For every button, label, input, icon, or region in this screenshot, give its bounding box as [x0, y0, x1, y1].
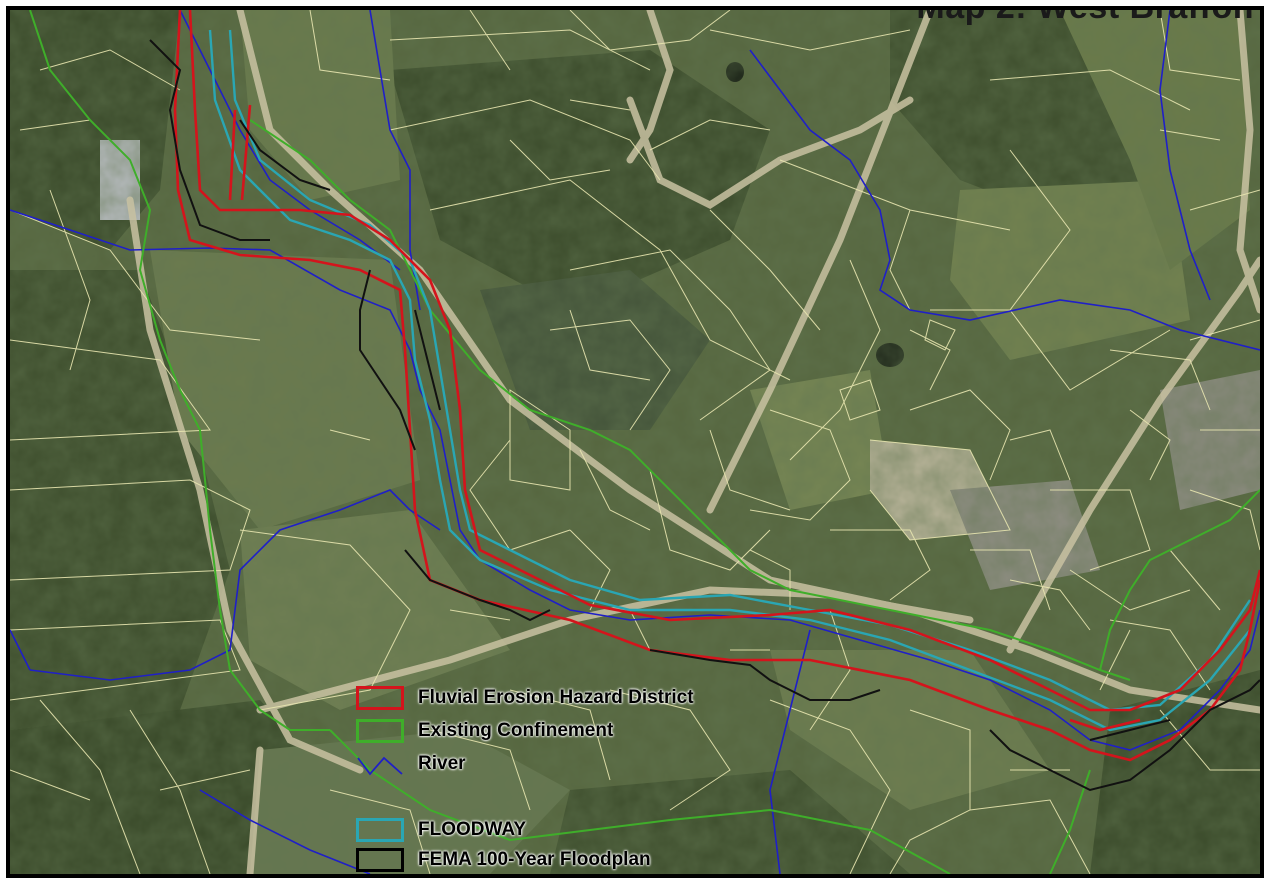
legend-label: River — [418, 753, 466, 774]
legend-label: FLOODWAY — [418, 819, 527, 840]
legend-item-river: River — [356, 752, 466, 776]
legend-swatch-black — [356, 848, 404, 872]
legend-item-floodway: FLOODWAY — [356, 818, 526, 842]
river-lines — [10, 10, 1260, 874]
legend-swatch-cyan — [356, 818, 404, 842]
fluvial-erosion-hazard — [173, 10, 1260, 762]
legend-swatch-river-line — [357, 756, 403, 776]
map-title: Map 2: West Braffon — [916, 6, 1254, 26]
legend-item-fluvial-erosion: Fluvial Erosion Hazard District — [356, 686, 694, 710]
map-frame: Map 2: West Braffon Fluvial Erosion Haza… — [6, 6, 1264, 878]
existing-confinement — [29, 10, 1260, 874]
floodway — [208, 29, 1251, 732]
aerial-map[interactable] — [10, 10, 1260, 874]
legend-item-existing-confinement: Existing Confinement — [356, 719, 613, 743]
parcel-boundaries — [10, 10, 1260, 874]
legend-label: Existing Confinement — [418, 720, 614, 741]
roads — [126, 10, 1260, 874]
legend-label: Fluvial Erosion Hazard District — [418, 687, 694, 708]
fema-floodplain — [149, 39, 1260, 792]
legend-swatch-red — [356, 686, 404, 710]
legend-label: FEMA 100-Year Floodplan — [418, 849, 651, 870]
legend-item-fema-floodplain: FEMA 100-Year Floodplan — [356, 848, 651, 872]
legend-swatch-green — [356, 719, 404, 743]
